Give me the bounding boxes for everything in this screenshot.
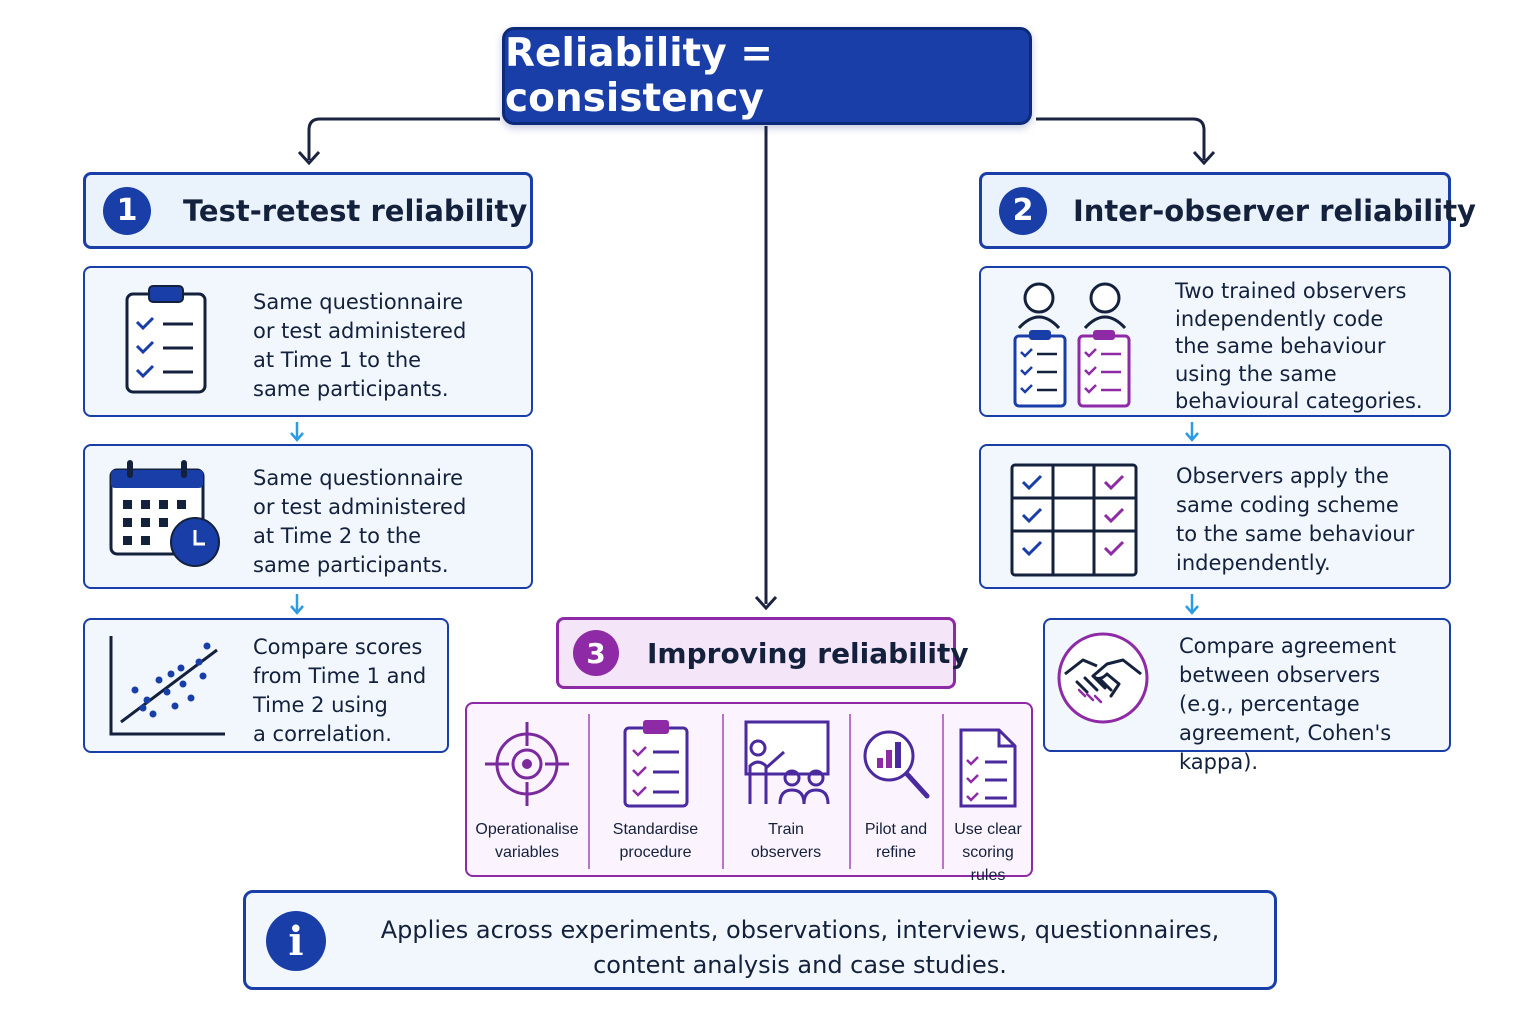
- scatter-plot-icon: [109, 636, 225, 736]
- tip-scoring: Use clear scoring rules: [943, 704, 1033, 884]
- tip-divider: [849, 714, 851, 869]
- page-title-text: Reliability = consistency: [505, 31, 773, 121]
- clipboard-checklist-icon: [125, 285, 207, 394]
- tip-label: Use clear scoring rules: [954, 821, 1022, 884]
- tip-divider: [942, 714, 944, 869]
- test-retest-heading-text: Test-retest reliability: [183, 193, 528, 228]
- improving-heading-text: Improving reliability: [647, 636, 969, 670]
- test-retest-step-2: Same questionnaire or test administered …: [83, 444, 533, 589]
- page-title: Reliability = consistency: [502, 27, 1032, 125]
- tip-operationalise: Operationalise variables: [467, 704, 587, 875]
- inter-observer-step-1: Two trained observers independently code…: [979, 266, 1451, 417]
- test-retest-step-3: Compare scores from Time 1 and Time 2 us…: [83, 618, 449, 753]
- presentation-icon: [744, 720, 830, 805]
- target-icon: [485, 722, 569, 806]
- tip-label: Operationalise variables: [475, 821, 579, 861]
- tip-train: Train observers: [723, 704, 849, 875]
- arrow-to-test-retest: [307, 117, 500, 160]
- tip-standardise: Standardise procedure: [589, 704, 722, 875]
- step-text: Observers apply the same coding scheme t…: [1176, 464, 1415, 575]
- step-text: Compare agreement between observers (e.g…: [1179, 634, 1397, 774]
- test-retest-heading: 1 Test-retest reliability: [83, 172, 533, 249]
- inter-observer-heading: 2 Inter-observer reliability: [979, 172, 1476, 249]
- step-text: Compare scores from Time 1 and Time 2 us…: [253, 635, 427, 746]
- improving-heading: 3 Improving reliability: [556, 617, 969, 689]
- magnifier-chart-icon: [863, 730, 930, 799]
- inter-observer-step-3: Compare agreement between observers (e.g…: [1043, 618, 1451, 774]
- tip-divider: [722, 714, 724, 869]
- inter-observer-step-2: Observers apply the same coding scheme t…: [979, 444, 1451, 589]
- handshake-icon: [1057, 632, 1149, 724]
- step-number-badge: 2: [999, 186, 1047, 235]
- inter-observer-heading-text: Inter-observer reliability: [1073, 193, 1476, 228]
- tip-label: Pilot and refine: [864, 821, 928, 861]
- step-text: Same questionnaire or test administered …: [253, 290, 467, 401]
- document-checklist-icon: [959, 728, 1017, 808]
- step-number-badge: 1: [103, 186, 151, 235]
- tip-label: Standardise procedure: [612, 821, 699, 861]
- two-observers-icon: [1013, 282, 1131, 408]
- tip-label: Train observers: [750, 821, 822, 861]
- tip-divider: [588, 714, 590, 869]
- arrow-to-inter-observer: [1036, 117, 1206, 160]
- clipboard-icon: [623, 720, 688, 808]
- calendar-clock-icon: [109, 460, 220, 567]
- step-text: Two trained observers independently code…: [1175, 279, 1423, 413]
- info-footer: i Applies across experiments, observatio…: [243, 890, 1277, 990]
- step-number-badge: 3: [573, 630, 619, 676]
- improving-tips-panel: Operationalise variables Standardise pro…: [465, 702, 1033, 884]
- test-retest-step-1: Same questionnaire or test administered …: [83, 266, 533, 417]
- info-icon: i: [266, 911, 326, 971]
- step-text: Same questionnaire or test administered …: [253, 466, 467, 577]
- tip-pilot: Pilot and refine: [850, 704, 942, 875]
- info-text: Applies across experiments, observations…: [380, 916, 1220, 979]
- coding-grid-icon: [1010, 463, 1138, 577]
